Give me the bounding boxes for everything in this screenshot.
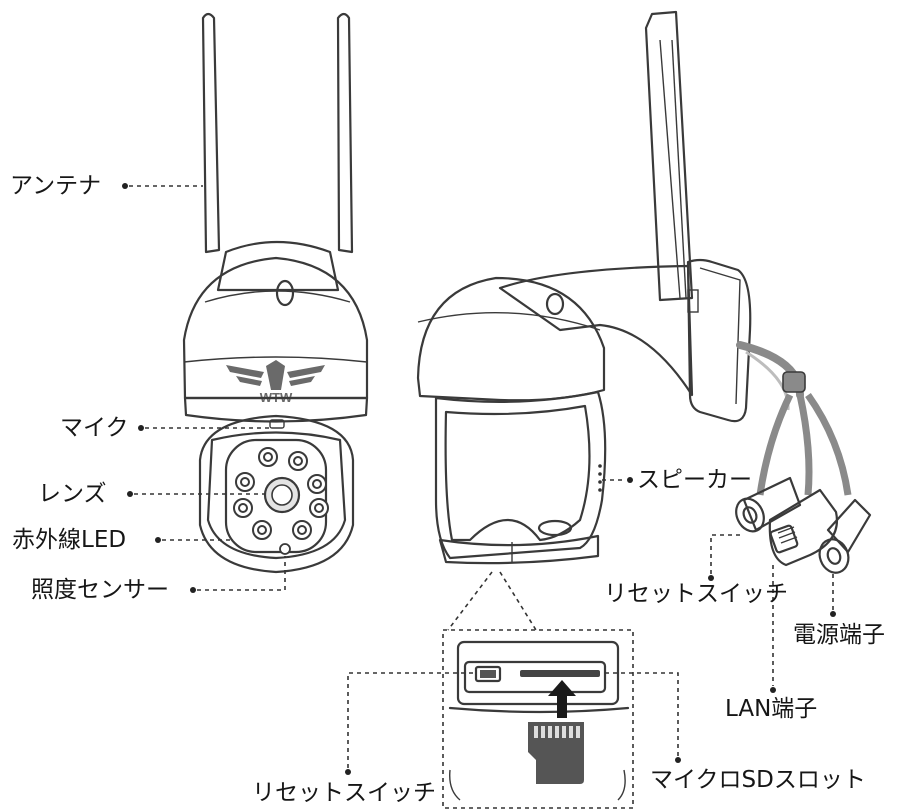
inset-reset-button	[474, 665, 502, 683]
label-lan-port: LAN端子	[725, 696, 818, 722]
label-mic: マイク	[60, 415, 129, 441]
cable-bundle	[735, 341, 872, 574]
wall-plate	[686, 258, 752, 423]
right-antenna	[336, 12, 354, 254]
label-speaker: スピーカー	[637, 467, 752, 493]
front-camera: WTW	[182, 12, 369, 574]
leader-lines	[122, 183, 836, 775]
label-reset-switch-slot: リセットスイッチ	[252, 780, 436, 806]
ir-led-ring	[233, 447, 329, 540]
front-lens-housing	[198, 414, 355, 574]
cable-reset-connector	[735, 476, 802, 533]
side-lens-housing	[434, 390, 607, 560]
light-sensor-dot	[279, 543, 291, 555]
insert-arrow	[548, 680, 576, 718]
cable-lan-connector	[768, 488, 839, 567]
left-antenna	[201, 12, 221, 254]
label-antenna: アンテナ	[10, 173, 102, 199]
label-ir-led: 赤外線LED	[12, 527, 127, 553]
inset-sd-slot	[520, 670, 600, 677]
label-lens: レンズ	[38, 481, 107, 507]
label-reset-switch-cable: リセットスイッチ	[604, 581, 788, 607]
lens-panel	[224, 438, 328, 554]
side-camera	[416, 10, 752, 565]
front-dome	[182, 256, 369, 400]
label-microsd-slot: マイクロSDスロット	[650, 767, 866, 793]
label-power-port: 電源端子	[793, 622, 885, 648]
cable-power-connector	[818, 498, 872, 574]
label-light-sensor: 照度センサー	[31, 577, 169, 603]
sd-slot-inset	[442, 571, 634, 809]
